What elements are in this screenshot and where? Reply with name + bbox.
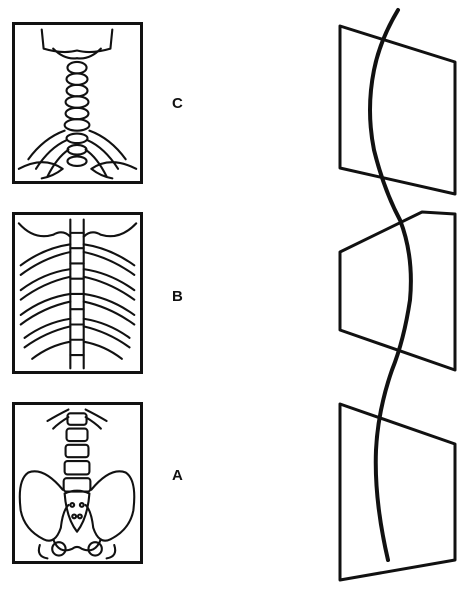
projection-plane-top: [340, 26, 455, 194]
cervical-region-panel: [12, 22, 143, 184]
lumbar-spine-sketch: [15, 405, 140, 561]
projection-plane-middle: [340, 212, 455, 370]
spine-curve-diagram: [322, 0, 457, 598]
spine-curve-line: [370, 10, 411, 560]
thoracic-spine-sketch: [15, 215, 140, 371]
thoracic-region-panel: [12, 212, 143, 374]
cervical-spine-sketch: [15, 25, 140, 181]
projection-plane-bottom: [340, 404, 455, 580]
region-label-c: C: [172, 95, 183, 112]
region-label-b: B: [172, 288, 183, 305]
region-label-a: A: [172, 467, 183, 484]
lumbar-region-panel: [12, 402, 143, 564]
